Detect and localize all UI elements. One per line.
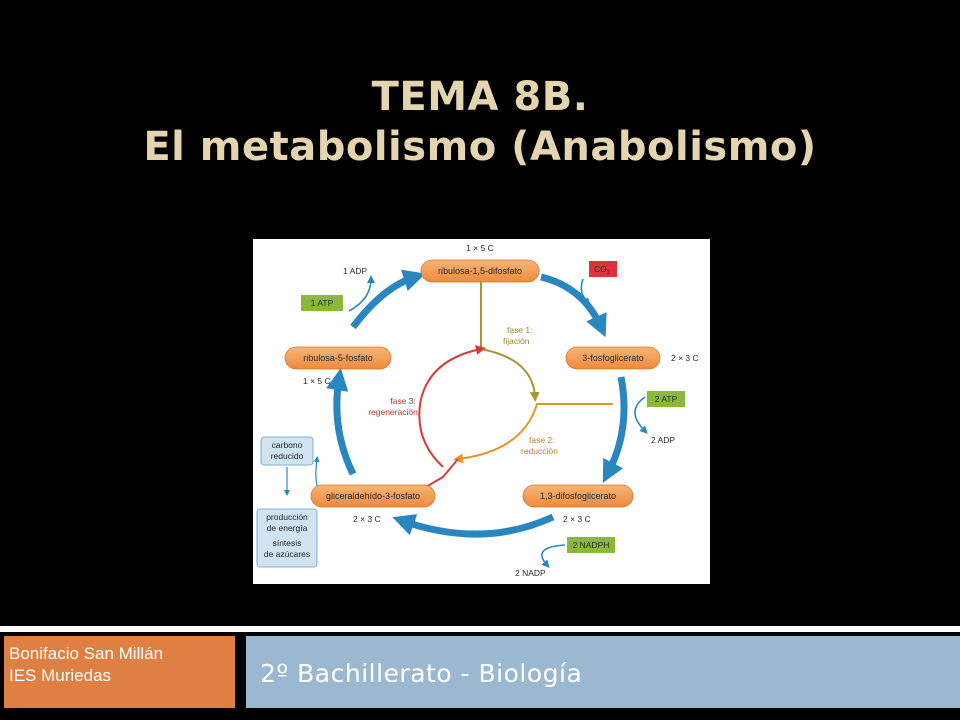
node-fosfoglicerato: 3-fosfoglicerato: [565, 346, 661, 370]
arrow-top-right: [540, 273, 607, 338]
arrow-left-upper: [350, 269, 426, 330]
adp-right-label: 2 ADP: [651, 435, 675, 445]
fase3-arrow: [418, 345, 486, 468]
node-ribulosa-fosfato: ribulosa-5-fosfato: [284, 346, 392, 370]
adp-top-label: 1 ADP: [343, 266, 367, 276]
co2-arrow: [580, 278, 591, 306]
author-name: Bonifacio San Millán: [9, 644, 164, 663]
arrow-right: [602, 376, 628, 483]
carbono-label-b: reducido: [271, 451, 304, 461]
stoich-fosfoglicerato: 2 × 3 C: [671, 353, 699, 363]
nadph-badge: 2 NADPH: [567, 537, 615, 553]
produccion-label-b: de energía: [267, 523, 308, 533]
node-gliceraldehido-label: gliceraldehído-3-fosfato: [326, 491, 420, 501]
atp-right-badge: 2 ATP: [647, 391, 685, 407]
fase2-label-a: fase 2:: [529, 435, 555, 445]
co2-label: CO2: [594, 264, 611, 276]
carbono-reducido-box: carbono reducido: [260, 436, 314, 466]
author-box: Bonifacio San Millán IES Muriedas: [4, 636, 235, 708]
fase1-label-a: fase 1:: [507, 325, 533, 335]
stoich-difosfoglicerato: 2 × 3 C: [563, 514, 591, 524]
nadph-arrow: [541, 544, 566, 568]
node-ribulosa-fosfato-label: ribulosa-5-fosfato: [303, 353, 373, 363]
nadp-label: 2 NADP: [515, 568, 546, 578]
course-label: 2º Bachillerato - Biología: [260, 659, 583, 688]
nadph-label: 2 NADPH: [573, 540, 610, 550]
calvin-cycle-diagram: ribulosa-1,5-difosfato 3-fosfoglicerato …: [253, 239, 710, 584]
produccion-label-d: de azúcares: [264, 549, 310, 559]
atp-top-badge: 1 ATP: [301, 295, 343, 311]
produccion-box: producción de energía síntesis de azúcar…: [256, 508, 318, 568]
fase3-label-a: fase 3:: [390, 396, 416, 406]
node-fosfoglicerato-label: 3-fosfoglicerato: [582, 353, 644, 363]
node-difosfoglicerato-label: 1,3-difosfoglicerato: [540, 491, 616, 501]
author-school: IES Muriedas: [9, 666, 112, 685]
arrow-bottom: [392, 513, 555, 538]
stoich-gliceraldehido: 2 × 3 C: [353, 514, 381, 524]
node-ribulosa-difosfato: ribulosa-1,5-difosfato: [420, 259, 540, 283]
atp-top-arrow: [348, 275, 375, 312]
fase1-label-b: fijación: [503, 336, 530, 346]
fase2-arrow: [453, 403, 613, 464]
atp-top-label: 1 ATP: [311, 298, 334, 308]
title-line-2: El metabolismo (Anabolismo): [143, 124, 817, 170]
footer-divider: [0, 626, 960, 632]
course-box: 2º Bachillerato - Biología: [246, 636, 960, 708]
node-gliceraldehido: gliceraldehído-3-fosfato: [310, 484, 436, 508]
atp-right-label: 2 ATP: [655, 394, 678, 404]
node-difosfoglicerato: 1,3-difosfoglicerato: [522, 484, 634, 508]
produccion-label-a: producción: [266, 512, 308, 522]
stoich-ribulosa-fosfato: 1 × 5 C: [303, 376, 331, 386]
co2-badge: CO2: [589, 261, 617, 277]
carbono-label-a: carbono: [272, 440, 303, 450]
atp-right-arrow: [634, 396, 648, 434]
arrow-left-lower: [326, 367, 357, 476]
fase2-label-b: reducción: [521, 446, 558, 456]
node-ribulosa-difosfato-label: ribulosa-1,5-difosfato: [438, 266, 522, 276]
slide-title: TEMA 8B. El metabolismo (Anabolismo): [0, 72, 960, 172]
fase3-label-b: regeneración: [368, 407, 418, 417]
title-line-1: TEMA 8B.: [371, 74, 589, 120]
stoich-top: 1 × 5 C: [466, 243, 494, 253]
produccion-label-c: síntesis: [273, 538, 302, 548]
